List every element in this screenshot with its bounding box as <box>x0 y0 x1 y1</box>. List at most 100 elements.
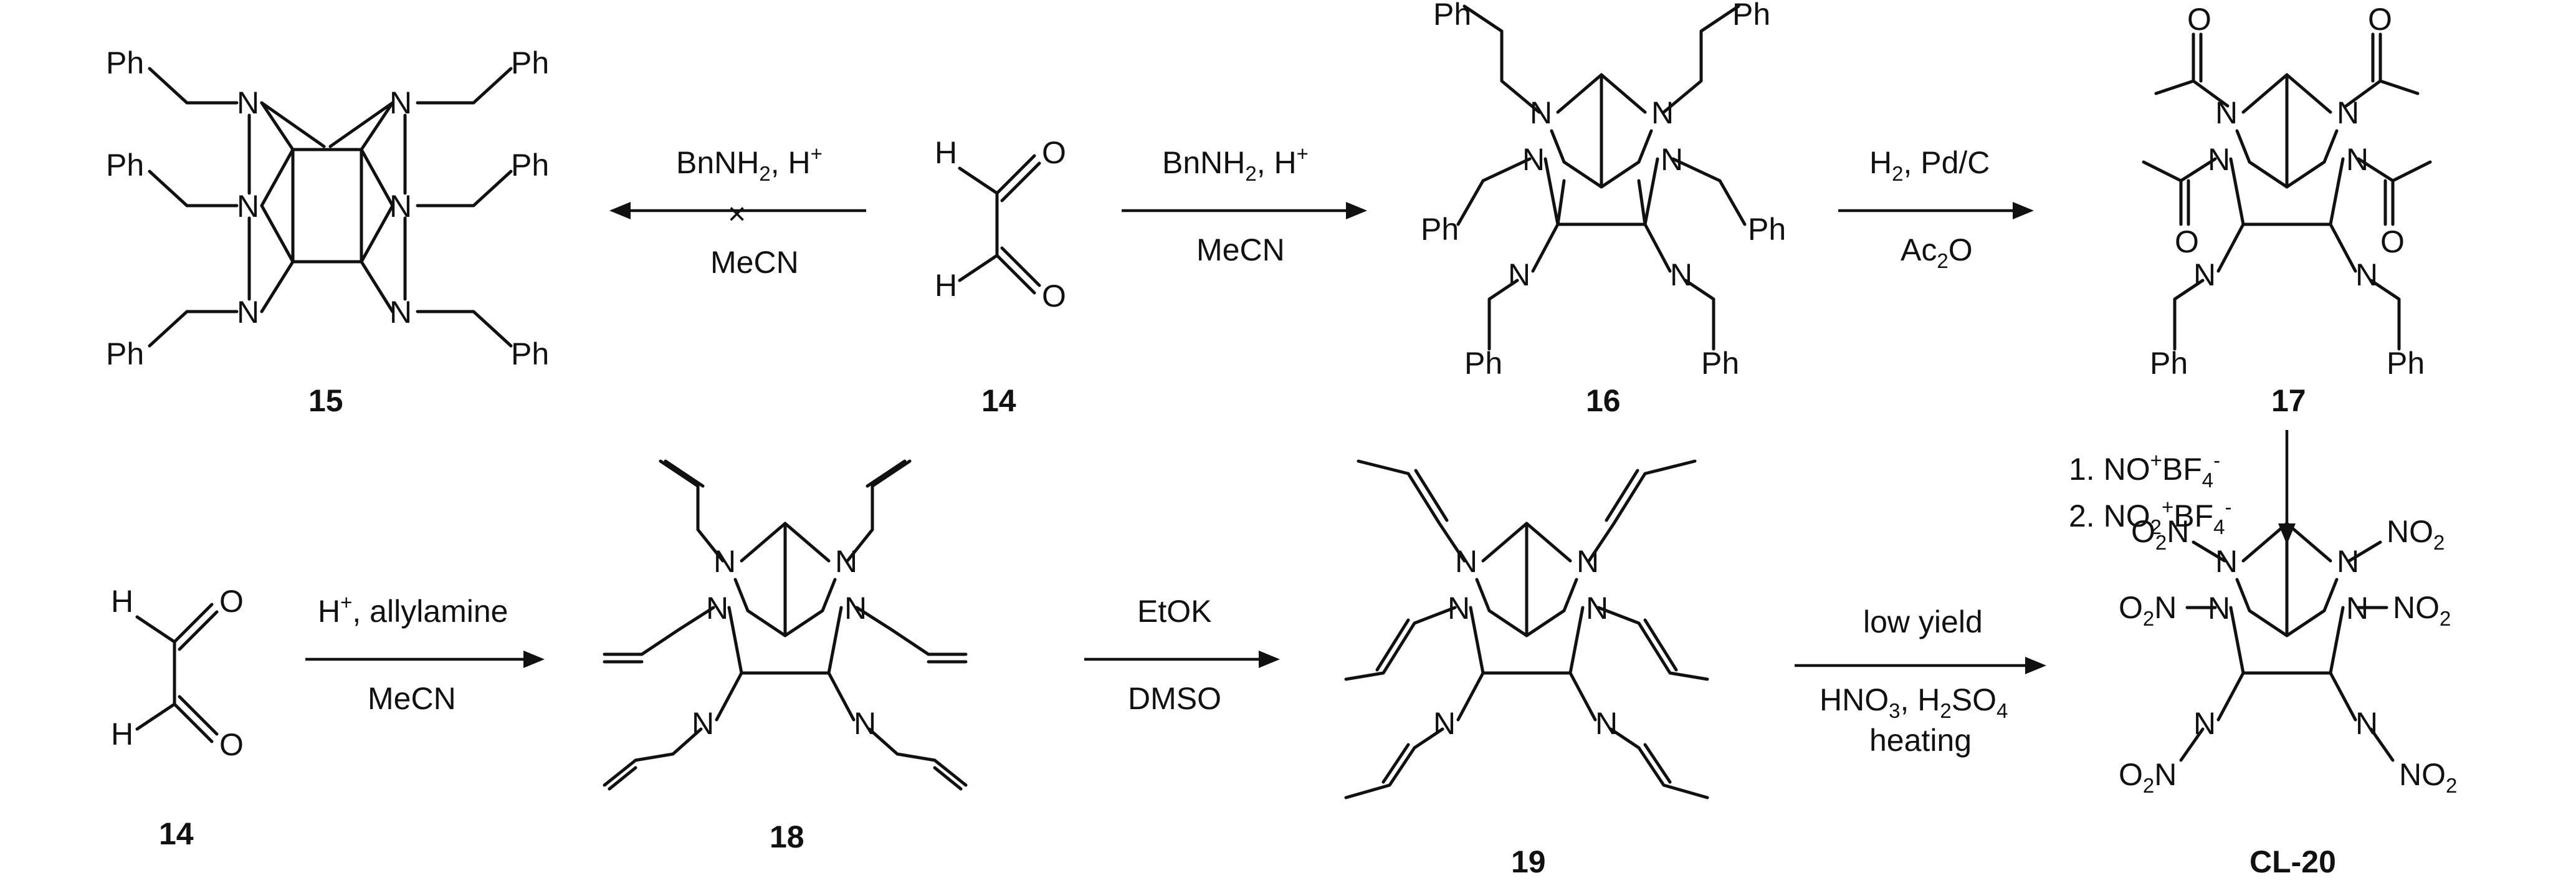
atom-N: N <box>237 85 259 120</box>
atom-N: N <box>2193 257 2216 292</box>
atom-H: H <box>111 717 133 752</box>
condition-above: low yield <box>1863 604 1983 639</box>
atom-Ph: Ph <box>1433 0 1471 32</box>
atom-N: N <box>2337 544 2359 579</box>
atom-O: O <box>2368 2 2392 37</box>
atom-N: N <box>844 591 867 626</box>
compound-label: 15 <box>308 383 343 418</box>
atom-O: O <box>219 727 244 762</box>
atom-N: N <box>706 591 728 626</box>
nitro-group: O2N <box>2119 590 2177 630</box>
reaction-arrow-r7: low yield HNO3, H2SO4 heating <box>1795 604 2046 758</box>
condition-below: MeCN <box>1196 232 1285 267</box>
compound-label: 14 <box>159 816 194 851</box>
compound-label: 16 <box>1586 383 1621 418</box>
atom-N: N <box>389 189 412 224</box>
condition-line1: 1. NO+BF4- <box>2069 449 2220 492</box>
atom-Ph: Ph <box>106 336 144 371</box>
atom-Ph: Ph <box>106 45 144 80</box>
atom-N: N <box>2355 257 2378 292</box>
atom-N: N <box>2193 706 2216 741</box>
atom-N: N <box>2355 706 2378 741</box>
compound-14-top: H O H O 14 <box>935 135 1066 418</box>
atom-N: N <box>854 706 876 741</box>
atom-N: N <box>2346 591 2368 626</box>
atom-N: N <box>237 189 259 224</box>
atom-N: N <box>2346 142 2368 177</box>
atom-Ph: Ph <box>511 45 549 80</box>
condition-below: MeCN <box>710 245 799 280</box>
atom-O: O <box>219 584 244 619</box>
compound-label: 18 <box>770 819 804 854</box>
atom-N: N <box>2215 95 2238 130</box>
condition-below: heating <box>1869 723 1972 758</box>
atom-Ph: Ph <box>1748 212 1786 247</box>
condition-line2: 2. NO2+BF4- <box>2069 495 2232 538</box>
compound-label: 17 <box>2271 383 2306 418</box>
atom-Ph: Ph <box>106 148 144 183</box>
condition-above: H2, Pd/C <box>1869 145 1990 185</box>
compound-15: N N N N N N Ph Ph Ph Ph Ph Ph 15 <box>106 45 549 418</box>
condition-above: BnNH2, H+ <box>676 142 823 185</box>
atom-N: N <box>1586 591 1608 626</box>
atom-H: H <box>935 268 957 303</box>
condition-below: DMSO <box>1128 681 1221 716</box>
atom-N: N <box>389 85 412 120</box>
atom-N: N <box>692 706 714 741</box>
atom-N: N <box>713 544 736 579</box>
compound-label: CL-20 <box>2249 844 2336 879</box>
atom-N: N <box>1455 544 1477 579</box>
compound-cl20: N N N N N N O2N NO2 O2N NO2 O2N NO2 CL-2… <box>2119 514 2457 879</box>
atom-O: O <box>1042 135 1066 170</box>
condition-above: H+, allylamine <box>318 591 508 629</box>
atom-N: N <box>2208 142 2230 177</box>
atom-N: N <box>1577 544 1599 579</box>
failed-mark-icon: × <box>728 196 746 231</box>
compound-19: N N N N N N 19 <box>1344 459 1709 879</box>
atom-N: N <box>835 544 857 579</box>
atom-N: N <box>1448 591 1470 626</box>
atom-N: N <box>1522 142 1545 177</box>
atom-O: O <box>1042 279 1066 313</box>
atom-N: N <box>1530 95 1552 130</box>
compound-18: N N N N N N 18 <box>603 459 968 854</box>
atom-N: N <box>2208 591 2230 626</box>
reaction-arrow-r4: 1. NO+BF4- 2. NO2+BF4- <box>2069 430 2296 545</box>
atom-Ph: Ph <box>1464 346 1502 381</box>
atom-N: N <box>1508 257 1530 292</box>
atom-N: N <box>1433 706 1456 741</box>
nitro-group: O2N <box>2131 514 2189 554</box>
atom-N: N <box>2337 95 2359 130</box>
reaction-arrow-r1: × BnNH2, H+ MeCN <box>609 142 866 280</box>
nitro-group: NO2 <box>2399 757 2457 797</box>
condition-above: BnNH2, H+ <box>1162 142 1309 185</box>
atom-Ph: Ph <box>2150 346 2188 381</box>
condition-mid: HNO3, H2SO4 <box>1820 682 2008 722</box>
nitro-group: NO2 <box>2393 590 2451 630</box>
reaction-arrow-r6: EtOK DMSO <box>1084 594 1280 716</box>
atom-Ph: Ph <box>511 148 549 183</box>
compound-14-bottom: H O H O 14 <box>111 584 244 851</box>
atom-N: N <box>237 295 259 330</box>
atom-N: N <box>1661 142 1683 177</box>
atom-Ph: Ph <box>511 336 549 371</box>
atom-N: N <box>1651 95 1674 130</box>
atom-Ph: Ph <box>1421 212 1459 247</box>
compound-16: N N N N N N Ph Ph Ph Ph Ph Ph 16 <box>1421 0 1786 418</box>
compound-label: 14 <box>981 383 1016 418</box>
condition-above: EtOK <box>1137 594 1211 629</box>
atom-Ph: Ph <box>2387 346 2425 381</box>
atom-N: N <box>1670 257 1692 292</box>
atom-O: O <box>2380 224 2405 259</box>
compound-17: N N N N N N O O O O Ph Ph 17 <box>2142 2 2432 418</box>
atom-N: N <box>389 295 412 330</box>
atom-O: O <box>2187 2 2211 37</box>
compound-label: 19 <box>1511 844 1546 879</box>
condition-below: MeCN <box>368 681 456 716</box>
atom-N: N <box>2215 544 2238 579</box>
reaction-arrow-r3: H2, Pd/C Ac2O <box>1838 145 2034 272</box>
atom-H: H <box>935 135 957 170</box>
condition-below: Ac2O <box>1901 232 1973 272</box>
